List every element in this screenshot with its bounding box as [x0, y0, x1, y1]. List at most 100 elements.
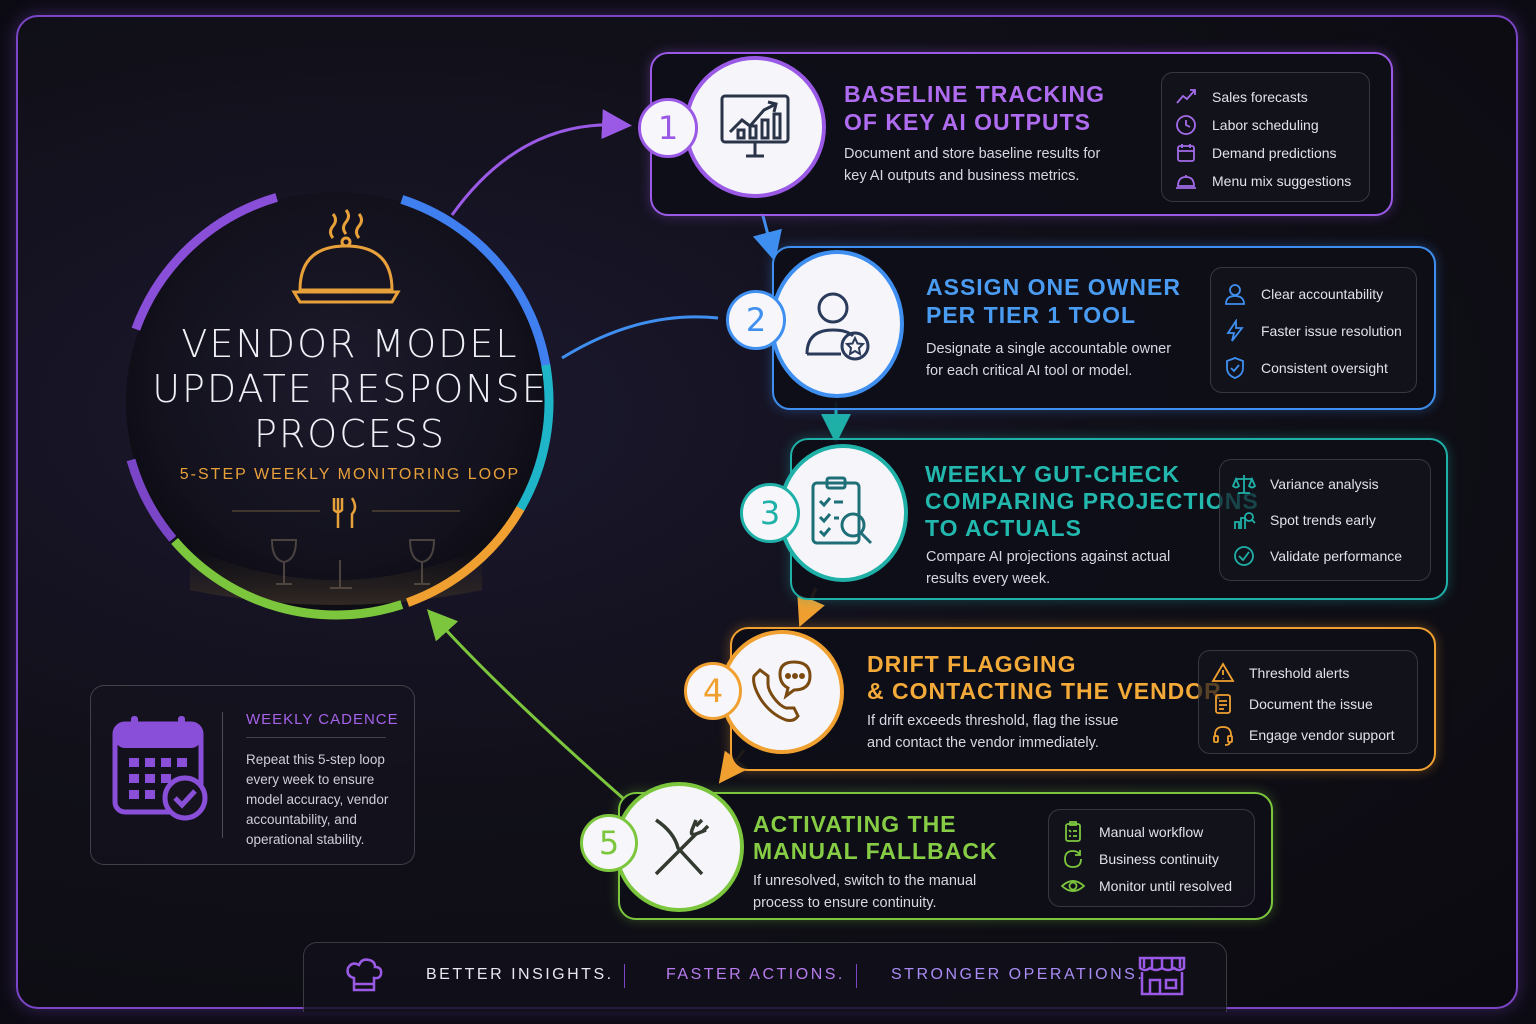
benefit-item: Sales forecasts [1174, 85, 1308, 109]
hub-ring-purple [118, 184, 554, 620]
hub-ring-green [118, 184, 554, 620]
benefit-label: Threshold alerts [1249, 665, 1350, 681]
cadence-title: WEEKLY CADENCE [246, 711, 399, 728]
benefit-item: Manual workflow [1061, 820, 1203, 844]
step-4-number: 4 [684, 662, 742, 720]
shield-check-icon [1226, 357, 1244, 379]
storefront-icon [1138, 956, 1186, 996]
step-3-title-line: TO ACTUALS [925, 515, 1082, 541]
step-3-desc-line: Compare AI projections against actual [926, 549, 1171, 565]
hub-title-line: VENDOR MODEL [181, 322, 519, 366]
step-2-title-line: ASSIGN ONE OWNER [926, 274, 1181, 300]
clock-icon [1176, 115, 1196, 135]
step-5-desc-line: If unresolved, switch to the manual [753, 873, 977, 889]
step-4-title-line: & CONTACTING THE VENDOR [867, 678, 1222, 704]
refresh-icon [1064, 850, 1082, 868]
benefit-label: Variance analysis [1270, 476, 1379, 492]
footer-item: FASTER ACTIONS. [666, 966, 845, 983]
fork-knife-small-icon [332, 497, 357, 528]
step-1-title: BASELINE TRACKING OF KEY AI OUTPUTS [844, 80, 1105, 136]
cadence-line: accountability, and [246, 812, 357, 827]
benefit-label: Menu mix suggestions [1212, 173, 1352, 189]
step-2-icon-circle [770, 250, 904, 398]
step-2-title: ASSIGN ONE OWNER PER TIER 1 TOOL [926, 273, 1181, 329]
step-1-title-line: BASELINE TRACKING [844, 81, 1106, 107]
document-icon [1215, 694, 1231, 714]
cadence-line: every week to ensure [246, 772, 375, 787]
step-5-number: 5 [580, 814, 638, 872]
user-star-icon [805, 292, 870, 361]
step-1-desc-line: Document and store baseline results for [844, 146, 1101, 162]
step-3-desc-line: results every week. [926, 571, 1051, 587]
hub-ring-orange [118, 184, 554, 620]
weekly-cadence-box: WEEKLY CADENCE Repeat this 5-step loop e… [90, 685, 415, 865]
chart-monitor-icon [720, 94, 790, 158]
benefit-label: Consistent oversight [1261, 360, 1388, 376]
phone-chat-icon [752, 660, 812, 722]
eye-icon [1061, 880, 1085, 892]
benefit-item: Faster issue resolution [1223, 319, 1402, 343]
benefit-label: Clear accountability [1261, 286, 1384, 302]
step-3-benefits: Variance analysis Spot trends early Vali… [1219, 459, 1431, 581]
step-4-title: DRIFT FLAGGING & CONTACTING THE VENDOR [867, 651, 1222, 705]
fork-knife-icon [654, 818, 710, 876]
benefit-item: Monitor until resolved [1061, 874, 1232, 898]
clipboard-search-icon [811, 476, 873, 545]
connector-hub-step2 [561, 315, 719, 360]
benefit-label: Faster issue resolution [1261, 323, 1402, 339]
step-1-desc-line: key AI outputs and business metrics. [844, 168, 1080, 184]
footer-bar [303, 942, 1227, 1012]
benefit-item: Business continuity [1061, 847, 1219, 871]
bar-search-icon [1234, 512, 1256, 529]
step-4-title-line: DRIFT FLAGGING [867, 651, 1077, 677]
hub-circle [126, 192, 546, 612]
lightning-icon [1226, 319, 1244, 342]
step-2-title-line: PER TIER 1 TOOL [926, 302, 1137, 328]
benefit-label: Business continuity [1099, 851, 1219, 867]
warning-icon [1211, 662, 1235, 682]
headset-icon [1213, 726, 1233, 746]
hub-ring-blue [118, 184, 554, 620]
checklist-icon [1065, 821, 1081, 842]
step-5-description: If unresolved, switch to the manual proc… [753, 870, 976, 914]
benefit-label: Manual workflow [1099, 824, 1204, 840]
step-1-number: 1 [638, 98, 698, 158]
benefit-item: Menu mix suggestions [1174, 169, 1351, 193]
benefit-label: Validate performance [1270, 548, 1403, 564]
cadence-line: operational stability. [246, 832, 365, 847]
step-1-description: Document and store baseline results for … [844, 143, 1100, 187]
benefit-label: Engage vendor support [1249, 727, 1395, 743]
benefit-label: Demand predictions [1212, 145, 1337, 161]
hub-title: VENDOR MODEL UPDATE RESPONSE PROCESS [150, 322, 550, 457]
step-3-number: 3 [740, 483, 800, 543]
arrow-step5-to-hub [426, 609, 626, 802]
step-5-title-line: MANUAL FALLBACK [753, 838, 998, 864]
footer-item: BETTER INSIGHTS. [426, 966, 614, 983]
benefit-item: Engage vendor support [1211, 723, 1395, 747]
benefit-item: Spot trends early [1232, 508, 1376, 532]
benefit-item: Document the issue [1211, 692, 1373, 716]
cadence-description: Repeat this 5-step loop every week to en… [246, 750, 388, 850]
step-2-benefits: Clear accountability Faster issue resolu… [1210, 267, 1417, 393]
hub-subtitle: 5-STEP WEEKLY MONITORING LOOP [179, 466, 521, 483]
benefit-item: Threshold alerts [1211, 661, 1349, 685]
calendar-icon [1177, 144, 1195, 162]
step-1-benefits: Sales forecasts Labor scheduling Demand … [1161, 72, 1370, 202]
step-2-description: Designate a single accountable owner for… [926, 338, 1171, 382]
cadence-line: model accuracy, vendor [246, 792, 389, 807]
step-3-title-line: WEEKLY GUT-CHECK [925, 461, 1180, 487]
step-4-desc-line: If drift exceeds threshold, flag the iss… [867, 713, 1119, 729]
step-1-title-line: OF KEY AI OUTPUTS [844, 109, 1092, 135]
step-3-description: Compare AI projections against actual re… [926, 546, 1170, 590]
benefit-label: Spot trends early [1270, 512, 1376, 528]
benefit-label: Labor scheduling [1212, 117, 1319, 133]
chef-hat-icon [346, 958, 383, 992]
hub-title-line: UPDATE RESPONSE [152, 367, 548, 411]
benefit-label: Sales forecasts [1212, 89, 1308, 105]
scale-icon [1232, 475, 1256, 494]
benefit-label: Document the issue [1249, 696, 1373, 712]
step-2-number: 2 [726, 290, 786, 350]
step-4-benefits: Threshold alerts Document the issue Enga… [1198, 650, 1418, 754]
benefit-label: Monitor until resolved [1099, 878, 1233, 894]
